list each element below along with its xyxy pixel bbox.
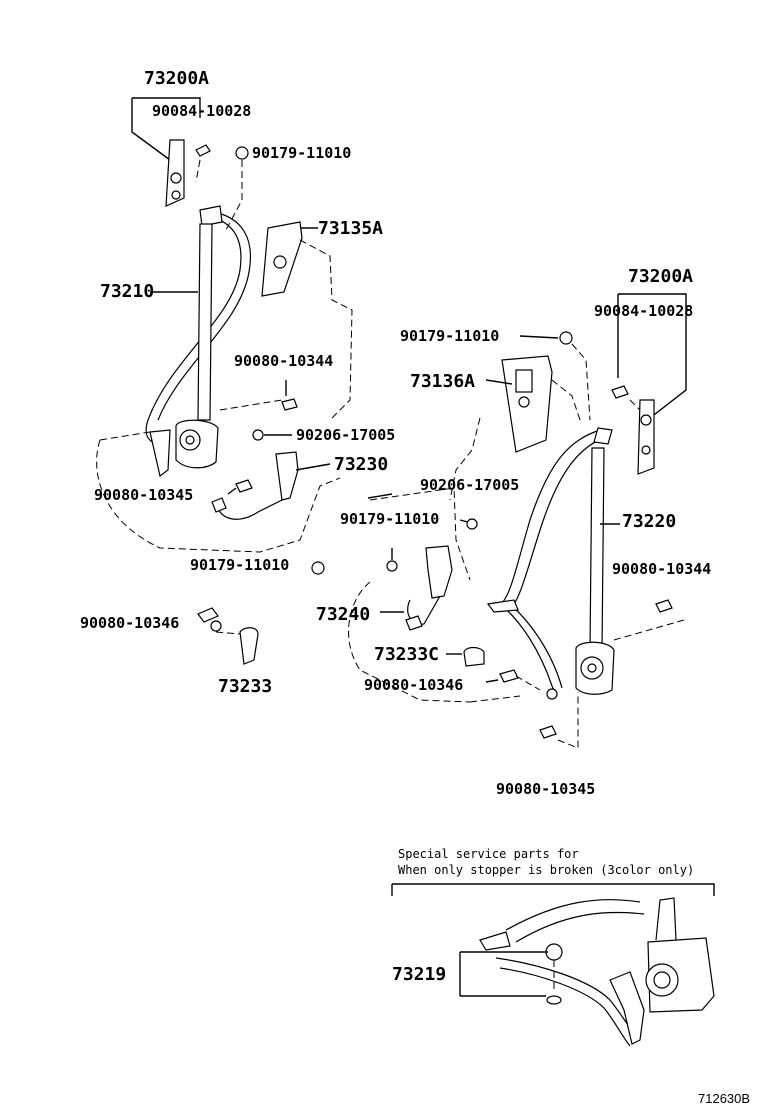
stopper-button-top — [545, 943, 563, 961]
label-73219: 73219 — [392, 964, 446, 985]
label-73136A: 73136A — [410, 371, 475, 392]
part-number-labels: 73200A 90084-10028 90179-11010 73135A 73… — [80, 68, 750, 1106]
figure-id: 712630B — [698, 1091, 750, 1106]
label-90206-17005-right: 90206-17005 — [420, 476, 519, 494]
label-73135A: 73135A — [318, 218, 383, 239]
right-seatbelt-assembly — [348, 293, 687, 749]
nut-90179-right-mid — [466, 518, 478, 530]
bolt-90080-10344-right — [655, 599, 673, 613]
special-service-note-line-2: When only stopper is broken (3color only… — [398, 863, 694, 877]
bolt-90080-10346-left — [197, 607, 219, 623]
label-90084-10028-left: 90084-10028 — [152, 102, 251, 120]
label-73200A-left: 73200A — [144, 68, 209, 89]
label-90080-10346-left: 90080-10346 — [80, 614, 179, 632]
label-73210: 73210 — [100, 281, 154, 302]
shoulder-anchor-bracket-right — [637, 399, 655, 475]
bolt-90080-10344-left — [281, 398, 298, 411]
buckle-73240 — [425, 545, 453, 599]
label-90080-10344-left: 90080-10344 — [234, 352, 333, 370]
label-90179-11010-left-top: 90179-11010 — [252, 144, 351, 162]
label-73240: 73240 — [316, 604, 370, 625]
left-seatbelt-assembly — [96, 97, 353, 665]
label-73233: 73233 — [218, 676, 272, 697]
nut-90179-left-lower — [311, 561, 325, 575]
special-service-parts-inset — [391, 883, 715, 1047]
cover-73233C — [463, 646, 485, 667]
label-90179-11010-right-top: 90179-11010 — [400, 327, 499, 345]
label-90080-10344-right: 90080-10344 — [612, 560, 711, 578]
label-90206-17005-left: 90206-17005 — [296, 426, 395, 444]
nut-90179-left-top — [235, 146, 249, 160]
stopper-button-bottom — [546, 995, 562, 1005]
stopper-bracket — [479, 931, 511, 951]
retractor-housing-left — [197, 223, 213, 421]
buckle-73230 — [275, 451, 299, 501]
belt-webbing-73220 — [499, 429, 601, 605]
label-90080-10345-right: 90080-10345 — [496, 780, 595, 798]
label-90080-10346-right: 90080-10346 — [364, 676, 463, 694]
label-90179-11010-right-mid: 90179-11010 — [340, 510, 439, 528]
cover-73233 — [239, 627, 259, 665]
special-service-note-line-1: Special service parts for — [398, 847, 579, 861]
label-90080-10345-left: 90080-10345 — [94, 486, 193, 504]
bolt-90080-10345-left — [235, 479, 253, 493]
label-73220: 73220 — [622, 511, 676, 532]
label-73233C: 73233C — [374, 644, 439, 665]
nut-90179-right-top — [559, 331, 573, 345]
nut-90179-right-lower — [386, 560, 398, 572]
label-73230: 73230 — [334, 454, 388, 475]
bolt-90080-10346-right — [499, 669, 519, 683]
bolt-90084-right — [611, 385, 629, 399]
belt-webbing-73210 — [145, 214, 242, 445]
label-73200A-right: 73200A — [628, 266, 693, 287]
retractor-housing-right — [589, 447, 605, 651]
label-90084-10028-right: 90084-10028 — [594, 302, 693, 320]
washer-90206-left — [252, 429, 264, 441]
label-90179-11010-left-lower: 90179-11010 — [190, 556, 289, 574]
bolt-90080-10345-right — [539, 725, 557, 739]
bolt-90084-left — [195, 144, 211, 157]
